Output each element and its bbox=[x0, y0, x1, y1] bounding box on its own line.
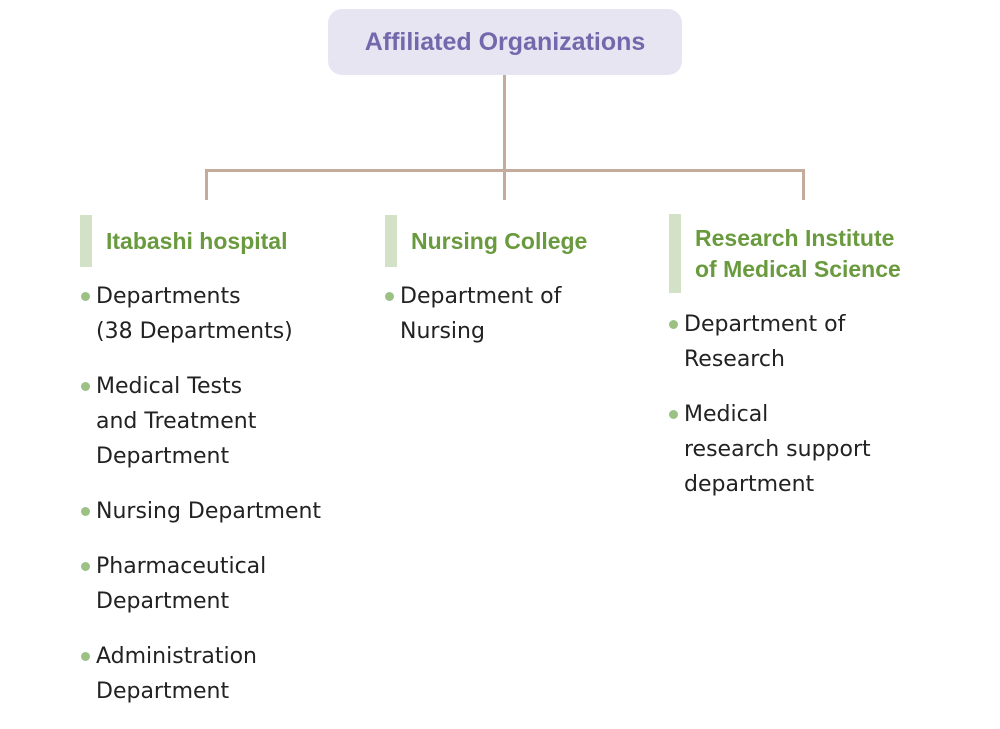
research-institute-list: Department of Research Medical research … bbox=[668, 307, 968, 522]
column-title: Itabashi hospital bbox=[106, 227, 288, 254]
bullet-icon bbox=[81, 292, 90, 301]
list-item: Medical research support department bbox=[668, 397, 968, 502]
bullet-icon bbox=[385, 292, 394, 301]
nursing-college-list: Department of Nursing bbox=[384, 279, 644, 369]
list-item: Departments (38 Departments) bbox=[80, 279, 370, 349]
column-header-research-institute: Research Institute of Medical Science bbox=[669, 214, 969, 293]
list-item-label: Department of Nursing bbox=[400, 284, 562, 344]
list-item: Department of Nursing bbox=[384, 279, 644, 349]
list-item: Nursing Department bbox=[80, 494, 370, 529]
column-header-itabashi-hospital: Itabashi hospital bbox=[80, 215, 360, 267]
list-item: Administration Department bbox=[80, 639, 370, 709]
list-item: Medical Tests and Treatment Department bbox=[80, 369, 370, 474]
list-item-label: Administration Department bbox=[96, 644, 257, 704]
bullet-icon bbox=[669, 410, 678, 419]
bullet-icon bbox=[81, 562, 90, 571]
bullet-icon bbox=[81, 652, 90, 661]
connector-drop-nursing-college bbox=[503, 169, 506, 200]
connector-drop-itabashi bbox=[205, 169, 208, 200]
list-item-label: Medical Tests and Treatment Department bbox=[96, 374, 257, 469]
bullet-icon bbox=[81, 507, 90, 516]
list-item: Pharmaceutical Department bbox=[80, 549, 370, 619]
connector-drop-research-institute bbox=[802, 169, 805, 200]
column-title: Nursing College bbox=[411, 227, 588, 254]
root-title: Affiliated Organizations bbox=[364, 27, 646, 56]
root-connector-vertical bbox=[503, 75, 506, 171]
bullet-icon bbox=[669, 320, 678, 329]
itabashi-hospital-list: Departments (38 Departments) Medical Tes… bbox=[80, 279, 370, 729]
column-header-nursing-college: Nursing College bbox=[385, 215, 645, 267]
list-item-label: Pharmaceutical Department bbox=[96, 554, 267, 614]
list-item-label: Departments (38 Departments) bbox=[96, 284, 293, 344]
list-item-label: Medical research support department bbox=[684, 402, 871, 497]
root-node: Affiliated Organizations bbox=[328, 9, 682, 75]
column-title: Research Institute of Medical Science bbox=[695, 224, 901, 282]
list-item-label: Nursing Department bbox=[96, 499, 322, 524]
list-item: Department of Research bbox=[668, 307, 968, 377]
list-item-label: Department of Research bbox=[684, 312, 846, 372]
bullet-icon bbox=[81, 382, 90, 391]
